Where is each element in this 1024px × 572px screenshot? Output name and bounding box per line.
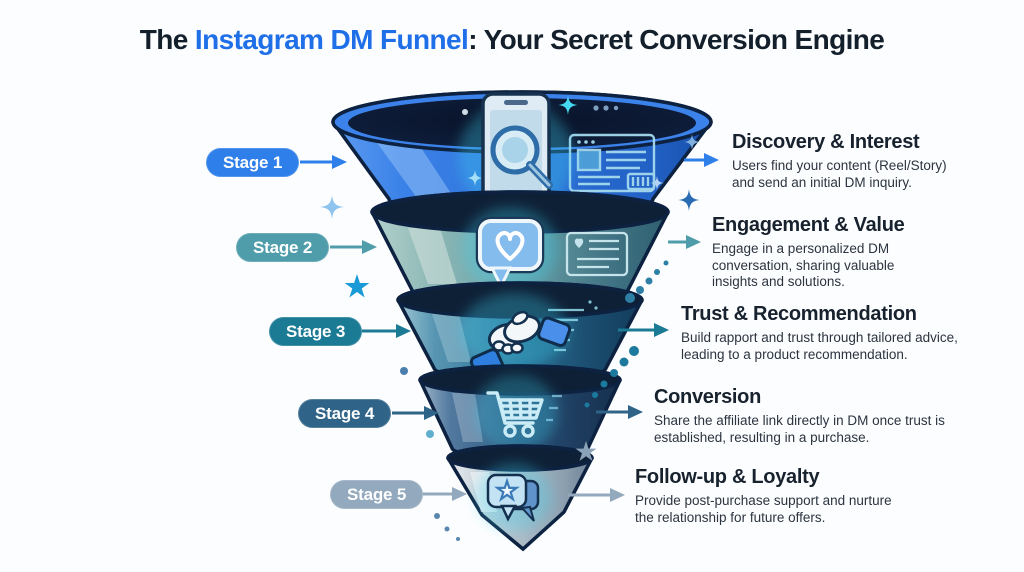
dots-trail — [584, 346, 639, 408]
funnel-segment-5 — [446, 444, 594, 552]
stage-4-description: Share the affiliate link directly in DM … — [654, 413, 945, 445]
stage-2-description: Engage in a personalized DM conversation… — [712, 241, 895, 289]
stage-1-pill: Stage 1 — [206, 148, 300, 177]
stage-2-right-arrow — [668, 235, 701, 249]
stage-3-left-arrow — [362, 324, 411, 338]
title-accent: Instagram DM Funnel — [194, 24, 469, 55]
dots-trail — [593, 105, 619, 111]
stage-1-info: Discovery & Interest Users find your con… — [732, 131, 967, 191]
star-icon — [344, 274, 370, 298]
stage-2-info: Engagement & Value Engage in a personali… — [712, 214, 922, 291]
dots-trail — [434, 513, 460, 541]
stage-2-left-arrow — [330, 240, 377, 254]
stage-5-description: Provide post-purchase support and nurtur… — [635, 493, 892, 525]
stage-3-heading: Trust & Recommendation — [681, 303, 917, 325]
stage-5-info: Follow-up & Loyalty Provide post-purchas… — [635, 466, 903, 526]
stage-2-heading: Engagement & Value — [712, 214, 905, 236]
stage-1-description: Users find your content (Reel/Story) and… — [732, 158, 947, 190]
star-chat-icon — [476, 463, 552, 531]
stage-1-heading: Discovery & Interest — [732, 131, 920, 153]
stage-4-heading: Conversion — [654, 386, 762, 408]
stage-3-description: Build rapport and trust through tailored… — [681, 330, 958, 362]
stage-4-left-arrow — [392, 406, 439, 420]
title-prefix: The — [139, 24, 195, 55]
stage-4-pill: Stage 4 — [298, 399, 392, 428]
page-title: The Instagram DM Funnel: Your Secret Con… — [0, 24, 1024, 56]
stage-5-right-arrow — [568, 488, 625, 502]
stage-5-heading: Follow-up & Loyalty — [635, 466, 820, 488]
stage-1-left-arrow — [300, 155, 347, 169]
funnel-segment-4 — [418, 364, 622, 460]
stage-3-right-arrow — [618, 323, 669, 337]
title-suffix: : Your Secret Conversion Engine — [468, 24, 885, 55]
phone-search-icon — [458, 92, 574, 213]
sparkle-icon — [678, 189, 700, 211]
stage-4-right-arrow — [596, 405, 643, 419]
funnel-segment-1 — [331, 90, 713, 218]
stage-2-pill: Stage 2 — [236, 233, 330, 262]
stage-1-right-arrow — [684, 153, 719, 167]
stage-3-pill: Stage 3 — [269, 317, 363, 346]
dot-icon — [426, 430, 434, 438]
funnel-segment-2 — [370, 190, 670, 307]
dots-trail — [625, 260, 669, 303]
stage-3-info: Trust & Recommendation Build rapport and… — [681, 303, 966, 363]
heart-chat-icon — [462, 207, 558, 291]
funnel-segment-3 — [396, 281, 644, 382]
card-wireframe-icon — [565, 231, 629, 277]
feed-wireframe-icon — [568, 133, 656, 193]
dot-icon — [400, 367, 408, 375]
stage-5-left-arrow — [422, 487, 467, 501]
shopping-cart-icon — [474, 375, 558, 451]
stage-4-info: Conversion Share the affiliate link dire… — [654, 386, 946, 446]
sparkle-icon — [320, 195, 344, 219]
dot-icon — [462, 109, 468, 115]
stage-5-pill: Stage 5 — [330, 480, 424, 509]
